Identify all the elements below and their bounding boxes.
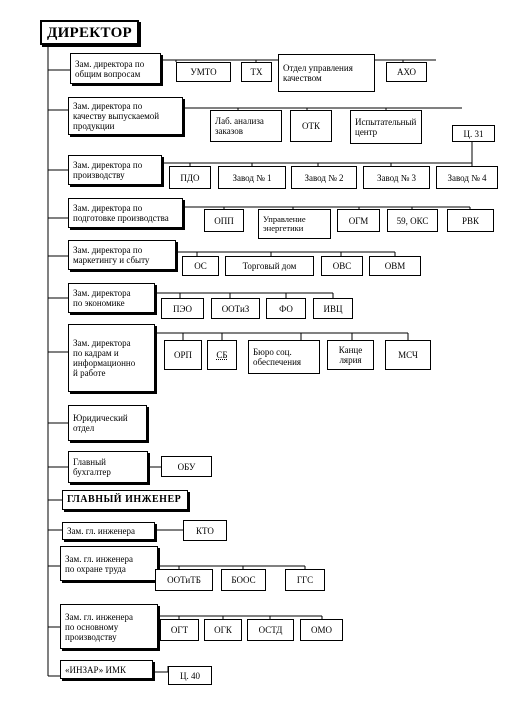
unit-ootitb: ООТиТБ bbox=[155, 569, 213, 591]
unit-opp: ОПП bbox=[204, 209, 244, 232]
unit-pdo: ПДО bbox=[169, 166, 211, 189]
deputy-product-quality: Зам. директора по качеству выпускаемой п… bbox=[68, 97, 183, 135]
unit-orp: ОРП bbox=[164, 340, 202, 370]
unit-energy-management: Управление энергетики bbox=[258, 209, 331, 239]
deputy-chief-engineer: Зам. гл. инженера bbox=[62, 522, 155, 540]
unit-ogm: ОГМ bbox=[337, 209, 380, 232]
unit-factory-2: Завод № 2 bbox=[291, 166, 357, 189]
unit-trading-house: Торговый дом bbox=[225, 256, 314, 276]
unit-59-oks: 59, ОКС bbox=[387, 209, 438, 232]
unit-rvk: РВК bbox=[447, 209, 494, 232]
unit-msch: МСЧ bbox=[385, 340, 431, 370]
unit-ostd: ОСТД bbox=[247, 619, 294, 641]
chief-engineer-box: ГЛАВНЫЙ ИНЖЕНЕР bbox=[62, 490, 188, 510]
unit-sb: СБ bbox=[207, 340, 237, 370]
unit-order-analysis-lab: Лаб. анализа заказов bbox=[210, 110, 282, 142]
unit-quality-management: Отдел управления качеством bbox=[278, 54, 375, 92]
unit-aho: АХО bbox=[386, 62, 427, 82]
unit-c40: Ц. 40 bbox=[168, 666, 212, 685]
chief-accountant: Главный бухгалтер bbox=[68, 451, 148, 483]
unit-ogt: ОГТ bbox=[160, 619, 199, 641]
deputy-chief-engineer-main-production: Зам. гл. инженера по основному производс… bbox=[60, 604, 158, 649]
inzar-imk: «ИНЗАР» ИМК bbox=[60, 660, 153, 679]
deputy-general-affairs: Зам. директора по общим вопросам bbox=[70, 53, 161, 84]
deputy-chief-engineer-labor-safety: Зам. гл. инженера по охране труда bbox=[60, 546, 158, 581]
legal-department: Юридический отдел bbox=[68, 405, 147, 441]
unit-ovs: ОВС bbox=[321, 256, 363, 276]
unit-fo: ФО bbox=[266, 298, 306, 319]
unit-omo: ОМО bbox=[300, 619, 343, 641]
unit-peo: ПЭО bbox=[161, 298, 204, 319]
unit-boos: БООС bbox=[221, 569, 266, 591]
unit-ivc: ИВЦ bbox=[313, 298, 353, 319]
unit-c31: Ц. 31 bbox=[452, 125, 495, 142]
deputy-marketing-sales: Зам. директора по маркетингу и сбыту bbox=[68, 240, 176, 270]
unit-factory-3: Завод № 3 bbox=[363, 166, 430, 189]
unit-os: ОС bbox=[182, 256, 219, 276]
unit-chancery: Канце лярия bbox=[327, 340, 374, 370]
unit-obu: ОБУ bbox=[161, 456, 212, 477]
unit-test-center: Испытательный центр bbox=[350, 110, 422, 144]
unit-factory-1: Завод № 1 bbox=[218, 166, 286, 189]
unit-ovm: ОВМ bbox=[369, 256, 421, 276]
unit-ootiz: ООТиЗ bbox=[211, 298, 260, 319]
deputy-hr-information: Зам. директора по кадрам и информационно… bbox=[68, 324, 155, 392]
unit-factory-4: Завод № 4 bbox=[436, 166, 498, 189]
unit-social-security-bureau: Бюро соц. обеспечения bbox=[248, 340, 320, 374]
deputy-economics: Зам. директора по экономике bbox=[68, 283, 155, 313]
unit-kto: КТО bbox=[183, 520, 227, 541]
unit-umto: УМТО bbox=[176, 62, 231, 82]
unit-ogk: ОГК bbox=[204, 619, 242, 641]
deputy-production-preparation: Зам. директора по подготовке производств… bbox=[68, 198, 183, 228]
unit-ggs: ГГС bbox=[285, 569, 325, 591]
director-box: ДИРЕКТОР bbox=[40, 20, 139, 45]
deputy-production: Зам. директора по производству bbox=[68, 155, 162, 185]
unit-otk: ОТК bbox=[290, 110, 332, 142]
unit-th: ТХ bbox=[241, 62, 272, 82]
